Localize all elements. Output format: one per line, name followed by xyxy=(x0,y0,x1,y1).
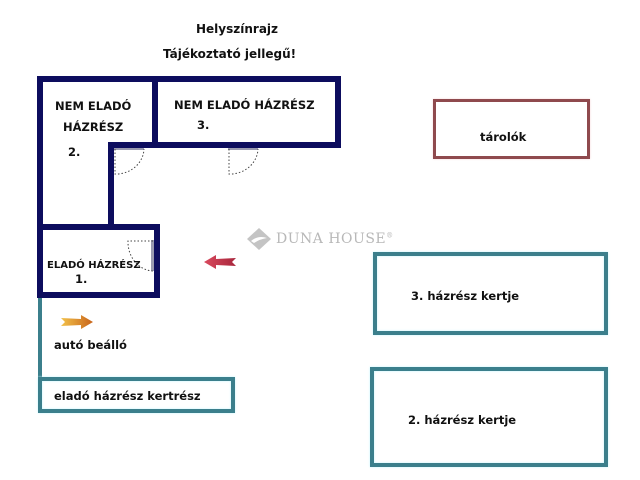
wall-room2-inner xyxy=(108,142,114,228)
wall-top xyxy=(37,76,341,82)
arrow-left-icon xyxy=(204,255,236,269)
room1-number: 1. xyxy=(75,272,88,286)
room2-label-line1: NEM ELADÓ xyxy=(55,99,132,113)
arrow-right-icon xyxy=(61,315,93,329)
room1-label: ELADÓ HÁZRÉSZ xyxy=(47,260,141,271)
door-room3-icon xyxy=(228,148,259,175)
watermark-brand: DUNA HOUSE® xyxy=(276,231,394,247)
wall-room1-bottom xyxy=(37,292,160,298)
wall-room3-bottom xyxy=(108,142,341,148)
wall-right-room3 xyxy=(335,76,341,148)
watermark-registered: ® xyxy=(386,231,394,240)
duna-house-logo-icon xyxy=(246,227,272,251)
garden-3-label: 3. házrész kertje xyxy=(411,289,520,303)
room2-number: 2. xyxy=(68,145,81,159)
storage-area: tárolók xyxy=(433,99,590,159)
plan-subtitle: Tájékoztató jellegű! xyxy=(163,47,297,61)
wall-left xyxy=(37,76,43,298)
wall-room1-right xyxy=(154,224,160,298)
door-room1-icon xyxy=(127,240,154,272)
elado-garden-area: eladó házrész kertrész xyxy=(38,377,235,413)
door-room2-icon xyxy=(114,148,145,175)
garden-2-area: 2. házrész kertje xyxy=(370,367,608,467)
watermark-text: DUNA HOUSE xyxy=(276,231,387,247)
storage-label: tárolók xyxy=(480,130,527,144)
garden-2-label: 2. házrész kertje xyxy=(408,413,517,427)
wall-divider-2-3 xyxy=(152,76,158,148)
room3-number: 3. xyxy=(197,118,210,132)
elado-garden-label: eladó házrész kertrész xyxy=(54,389,201,403)
plan-title: Helyszínrajz xyxy=(196,22,279,36)
parking-boundary-line xyxy=(38,298,42,380)
garden-3-area: 3. házrész kertje xyxy=(373,252,608,335)
room2-label-line2: HÁZRÉSZ xyxy=(63,120,124,134)
room3-label: NEM ELADÓ HÁZRÉSZ xyxy=(174,98,315,112)
parking-label: autó beálló xyxy=(54,338,127,352)
wall-room1-top xyxy=(37,224,160,230)
